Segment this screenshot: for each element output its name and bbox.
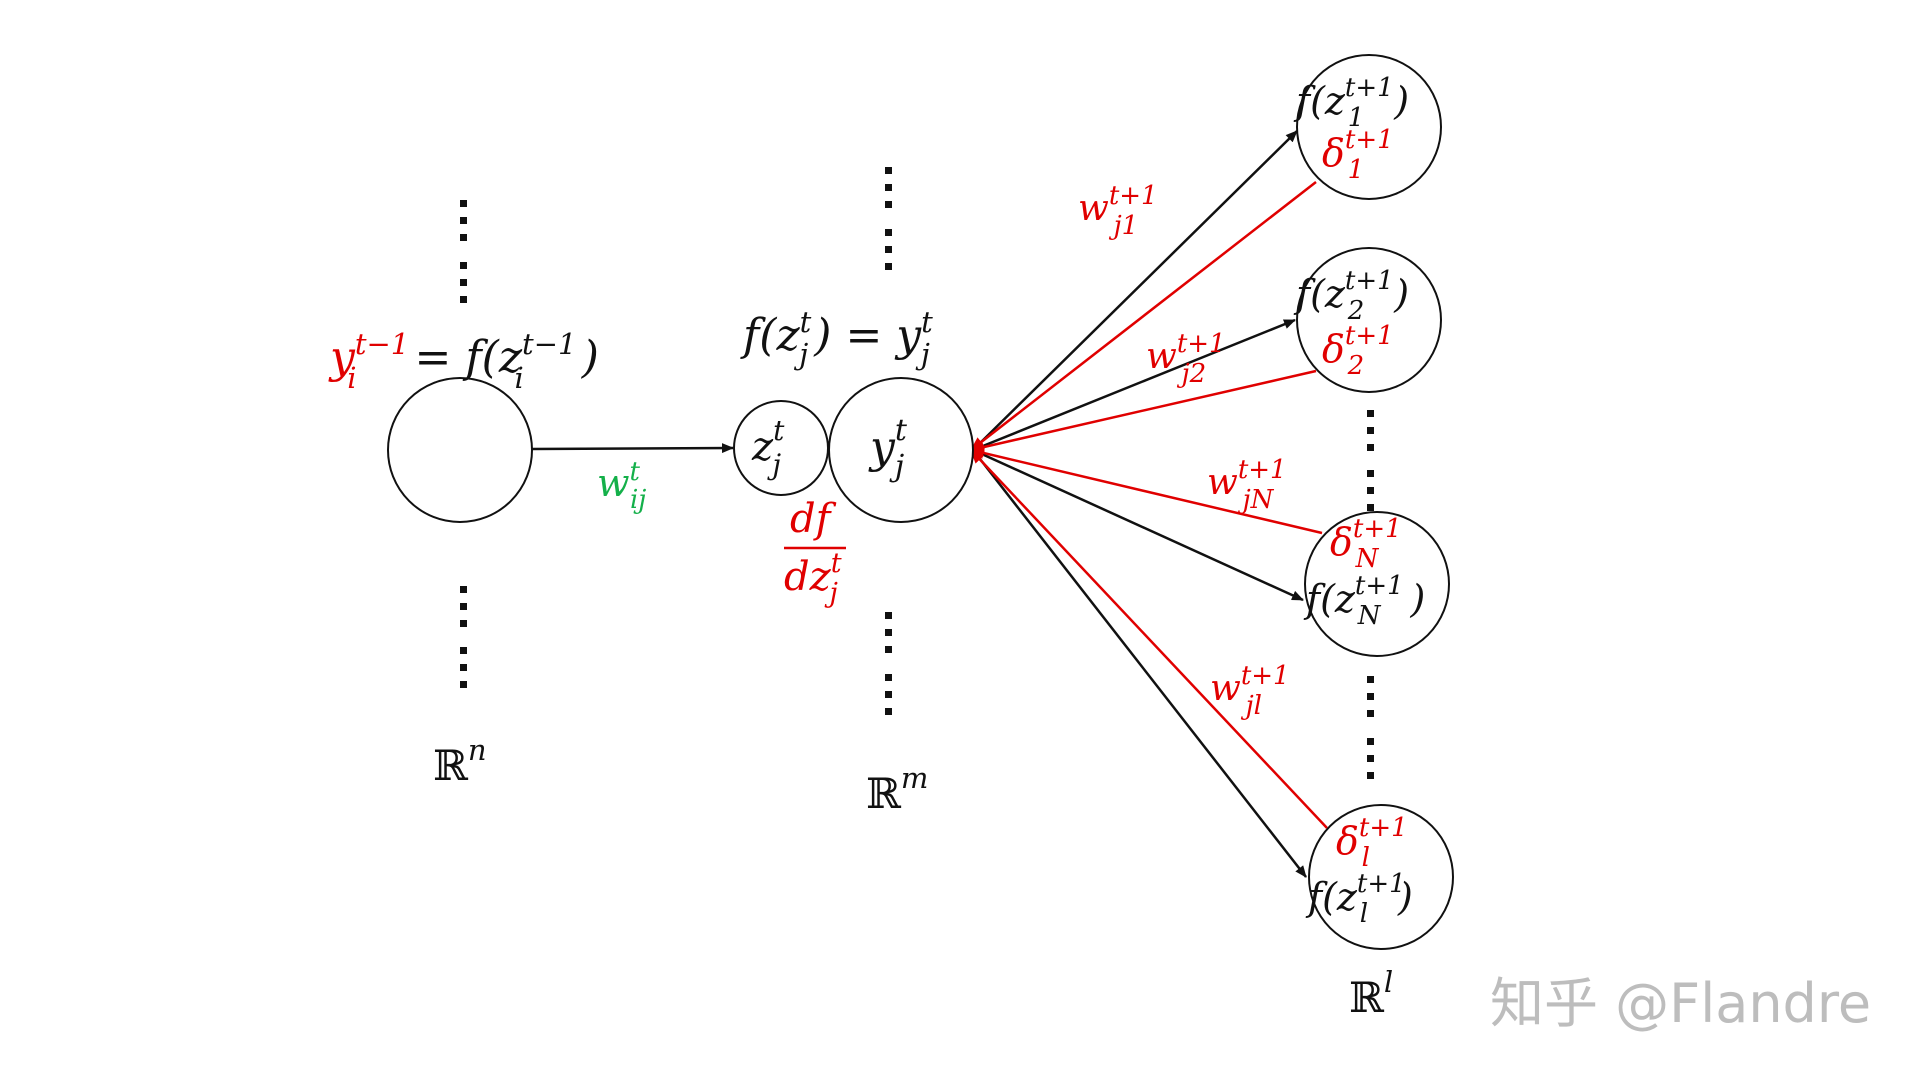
- edge-forward-N: [972, 448, 1304, 602]
- watermark-text: 知乎 @Flandre: [1490, 972, 1871, 1035]
- weight-in-sub: ij: [630, 485, 646, 515]
- deriv-den-sup: t: [831, 548, 842, 579]
- input-z-sup: t−1: [522, 327, 576, 361]
- deriv-numerator: df: [790, 496, 837, 542]
- edge-forward-2: [972, 318, 1296, 452]
- hidden-f-text: f(z: [740, 310, 800, 361]
- hidden-bottom-ellipsis: [885, 612, 892, 715]
- input-z-sub: i: [514, 361, 523, 395]
- input-close-paren: ): [581, 332, 599, 383]
- edge-input-to-hidden: [530, 443, 734, 454]
- deriv-den-symbol: dz: [784, 554, 832, 600]
- input-top-ellipsis: [460, 200, 467, 303]
- input-bottom-ellipsis: [460, 586, 467, 688]
- weight-in-base: w: [597, 461, 630, 505]
- edge-forward-1: [972, 130, 1298, 451]
- input-space-label: ℝn: [433, 733, 487, 790]
- hidden-z-node: [733, 400, 829, 496]
- input-eq-text: = f(z: [415, 332, 523, 383]
- y-node-sup: t: [895, 413, 908, 448]
- weight-in-sup: t: [630, 457, 641, 487]
- hidden-eq-text: ) = y: [813, 310, 922, 361]
- hidden-space-label: ℝm: [866, 761, 928, 818]
- hidden-f-sup: t: [800, 305, 812, 339]
- output-space-label: ℝl: [1349, 965, 1393, 1022]
- input-y-sub: i: [347, 361, 356, 395]
- y-node-symbol: y: [868, 422, 896, 473]
- input-node: [387, 377, 533, 523]
- hidden-top-ellipsis: [885, 167, 892, 270]
- z-node-sup: t: [773, 414, 785, 447]
- output-middle-ellipsis: [1367, 410, 1374, 511]
- edge-backward-1: [970, 181, 1317, 451]
- input-y-sup: t−1: [355, 327, 409, 361]
- output-node-1: [1296, 54, 1442, 200]
- output-lower-ellipsis: [1367, 676, 1374, 779]
- edge-backward-l: [970, 449, 1328, 829]
- edge-forward-l: [972, 449, 1307, 878]
- output-node-l: [1308, 804, 1454, 950]
- output-node-N: [1304, 511, 1450, 657]
- hidden-y-sup: t: [921, 305, 933, 339]
- z-node-symbol: z: [751, 424, 774, 470]
- hidden-y-node: [828, 377, 974, 523]
- input-y-symbol: y: [328, 332, 356, 383]
- edge-backward-2: [970, 369, 1317, 453]
- output-node-2: [1296, 247, 1442, 393]
- edge-backward-N: [970, 447, 1323, 535]
